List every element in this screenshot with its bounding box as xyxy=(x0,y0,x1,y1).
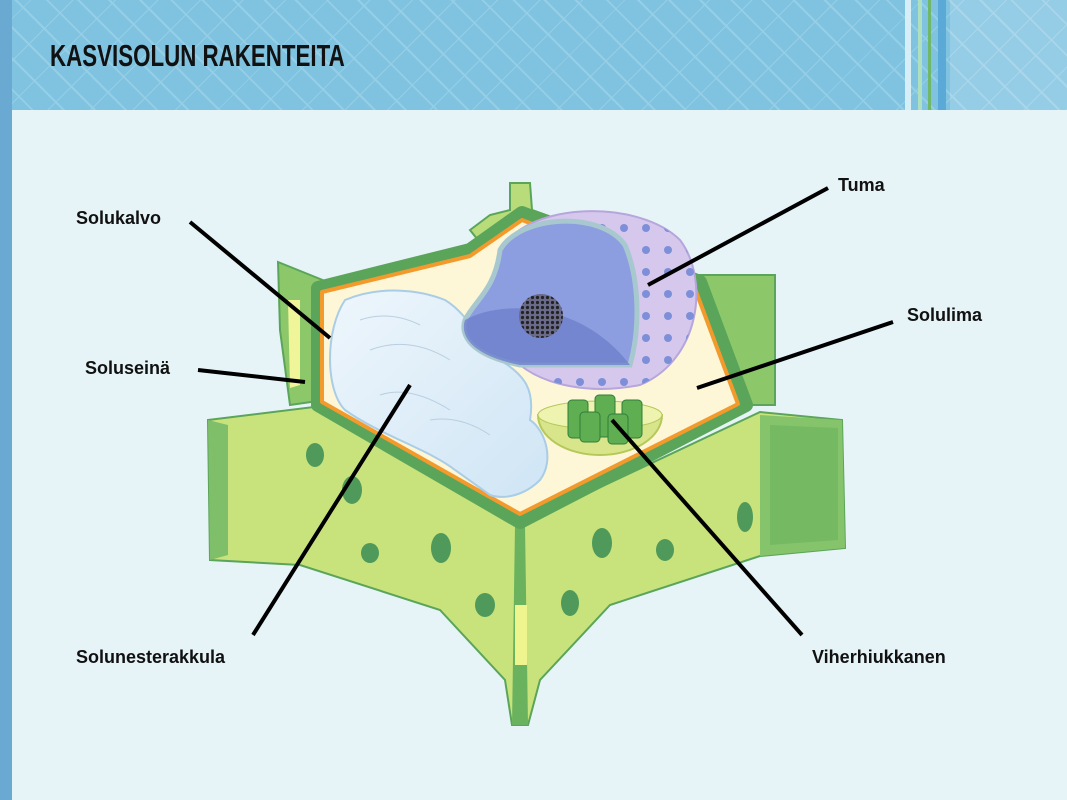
leader-line-solunesterakkula xyxy=(251,383,412,637)
vacuole xyxy=(329,289,549,498)
label-solulima: Solulima xyxy=(907,305,983,325)
nucleolus xyxy=(519,294,563,338)
leader-line-tuma xyxy=(647,186,829,287)
vacuole-texture xyxy=(359,315,491,436)
label-soluseina: Soluseinä xyxy=(85,358,171,378)
slide-title: KASVISOLUN RAKENTEITA xyxy=(50,38,345,73)
header-pattern xyxy=(0,0,1067,110)
header-decor-stripe xyxy=(938,0,946,110)
header-decor-stripe xyxy=(905,0,911,110)
chloroplast xyxy=(536,394,664,456)
wall-dots xyxy=(306,443,753,617)
header-decor-stripe xyxy=(928,0,931,110)
leader-line-viherhiukkanen xyxy=(610,418,804,637)
nucleus xyxy=(461,210,698,390)
cell-wall-front xyxy=(206,403,847,726)
slide-header xyxy=(0,0,1067,110)
leader-line-solulima xyxy=(696,320,894,390)
header-decor-stripe xyxy=(918,0,922,110)
label-tuma: Tuma xyxy=(838,175,885,195)
leader-line-soluseina xyxy=(197,368,306,384)
label-solunesterakkula: Solunesterakkula xyxy=(76,647,226,667)
left-accent-stripe xyxy=(0,0,12,800)
leader-line-solukalvo xyxy=(188,220,332,340)
label-viherhiukkanen: Viherhiukkanen xyxy=(812,647,946,667)
label-solukalvo: Solukalvo xyxy=(76,208,162,228)
header-decor-panel xyxy=(950,0,1067,110)
